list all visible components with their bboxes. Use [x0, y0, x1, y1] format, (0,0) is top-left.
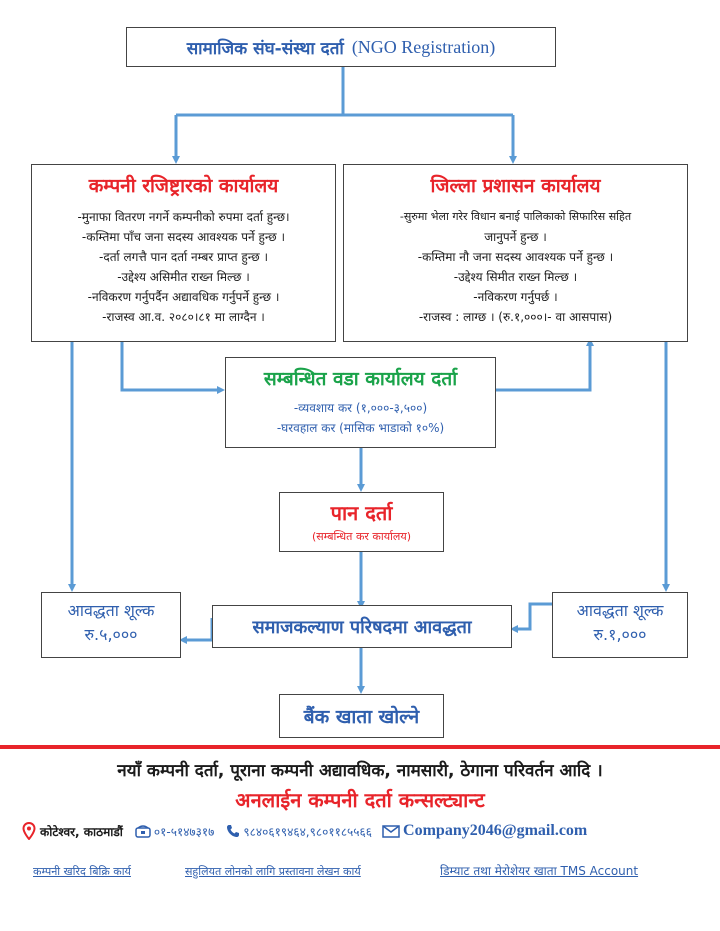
- right-line-3: -कम्तिमा नौ जना सदस्य आवश्यक पर्ने हुन्छ…: [417, 250, 614, 264]
- right-line-4: -उद्देश्य सिमीत राख्न मिल्छ ।: [453, 270, 578, 284]
- right-line-6: -राजस्व : लाग्छ । (रु.१,०००।- वा आसपास): [418, 310, 613, 324]
- bank-account-box: बैंक खाता खोल्ने: [279, 694, 444, 738]
- pan-title: पान दर्ता: [330, 501, 393, 525]
- company-registrar-box: कम्पनी रजिष्ट्रारको कार्यालय -मुनाफा वित…: [31, 164, 336, 342]
- location-pin-icon: [22, 822, 36, 840]
- arrow-fee-right-to-swc: [510, 602, 552, 633]
- left-line-3: -दर्ता लगत्तै पान दर्ता नम्बर प्राप्त हु…: [99, 250, 268, 264]
- fee-left-amount: रु.५,०००: [84, 625, 138, 644]
- ward-office-box: सम्बन्धित वडा कार्यालय दर्ता -व्यवशाय कर…: [225, 357, 496, 448]
- district-admin-box: जिल्ला प्रशासन कार्यालय -सुरुमा भेला गरे…: [343, 164, 688, 342]
- ngo-title-en: (NGO Registration): [351, 36, 496, 57]
- arrow-swc-to-fee-left: [179, 618, 214, 644]
- footer-link-loan-proposal[interactable]: सहुलियत लोनको लागि प्रस्तावना लेखन कार्य: [185, 865, 361, 878]
- ward-line-1: -व्यवशाय कर (१,०००-३,५००): [293, 401, 428, 415]
- right-line-5: -नविकरण गर्नुपर्छ ।: [473, 290, 558, 304]
- district-admin-title: जिल्ला प्रशासन कार्यालय: [430, 175, 601, 197]
- left-line-4: -उद्देश्य असिमीत राख्न मिल्छ ।: [117, 270, 250, 284]
- social-welfare-box: समाजकल्याण परिषदमा आवद्धता: [212, 605, 512, 648]
- arrow-left-to-ward: [120, 342, 225, 394]
- fee-left-title: आवद्धता शूल्क: [67, 601, 155, 620]
- mobile-icon: [227, 825, 240, 837]
- left-line-1: -मुनाफा वितरण नगर्ने कम्पनीको रुपमा दर्त…: [77, 210, 290, 224]
- footer-address: कोटेश्वर, काठमाडौं: [40, 824, 123, 839]
- left-line-2: -कम्तिमा पाँच जना सदस्य आवश्यक पर्ने हुन…: [81, 230, 286, 244]
- footer-divider: [0, 745, 720, 749]
- pan-sub: (सम्बन्धित कर कार्यालय): [311, 530, 412, 543]
- email-icon: [382, 824, 400, 838]
- left-line-5: -नविकरण गर्नुपर्दैन अद्यावधिक गर्नुपर्ने…: [87, 290, 280, 304]
- footer-brand: अनलाईन कम्पनी दर्ता कन्सल्ट्यान्ट: [235, 788, 485, 812]
- company-registrar-title: कम्पनी रजिष्ट्रारको कार्यालय: [88, 175, 279, 197]
- right-line-1: -सुरुमा भेला गरेर विधान बनाई पालिकाको सि…: [399, 210, 632, 223]
- pan-registration-box: पान दर्ता (सम्बन्धित कर कार्यालय): [279, 492, 444, 552]
- social-welfare-title: समाजकल्याण परिषदमा आवद्धता: [252, 616, 472, 638]
- footer-email[interactable]: Company2046@gmail.com: [403, 822, 588, 839]
- fee-right-amount: रु.१,०००: [593, 625, 647, 644]
- footer-headline: नयाँ कम्पनी दर्ता, पूराना कम्पनी अद्यावध…: [117, 761, 603, 781]
- ngo-title-np: सामाजिक संघ-संस्था दर्ता: [186, 38, 344, 59]
- bank-account-title: बैंक खाता खोल्ने: [303, 706, 420, 728]
- fee-right-box: आवद्धता शूल्क रु.१,०००: [552, 592, 688, 658]
- footer-mobile: ९८४०६१९४६४,९८०११८५५६६: [243, 824, 373, 839]
- fee-left-box: आवद्धता शूल्क रु.५,०००: [41, 592, 181, 658]
- ward-office-title: सम्बन्धित वडा कार्यालय दर्ता: [263, 368, 458, 390]
- right-line-2: जानुपर्ने हुन्छ ।: [484, 230, 547, 244]
- footer-link-demat-tms[interactable]: डिम्याट तथा मेरोशेयर खाता TMS Account: [440, 864, 639, 878]
- arrow-ward-to-right: [496, 338, 594, 392]
- ward-line-2: -घरवहाल कर (मासिक भाडाको १०%): [276, 421, 445, 435]
- footer-phone: ०१-५१४७३१७: [153, 824, 215, 839]
- phone-icon: [135, 825, 151, 838]
- footer-link-company-trade[interactable]: कम्पनी खरिद बिक्रि कार्य: [33, 865, 131, 878]
- ngo-registration-box: सामाजिक संघ-संस्था दर्ता (NGO Registrati…: [126, 27, 556, 67]
- fee-right-title: आवद्धता शूल्क: [576, 601, 664, 620]
- footer-contact-row: कोटेश्वर, काठमाडौं ०१-५१४७३१७ ९८४०६१९४६४…: [22, 820, 712, 842]
- left-line-6: -राजस्व आ.व. २०८०।८१ मा लाग्दैन ।: [102, 310, 265, 324]
